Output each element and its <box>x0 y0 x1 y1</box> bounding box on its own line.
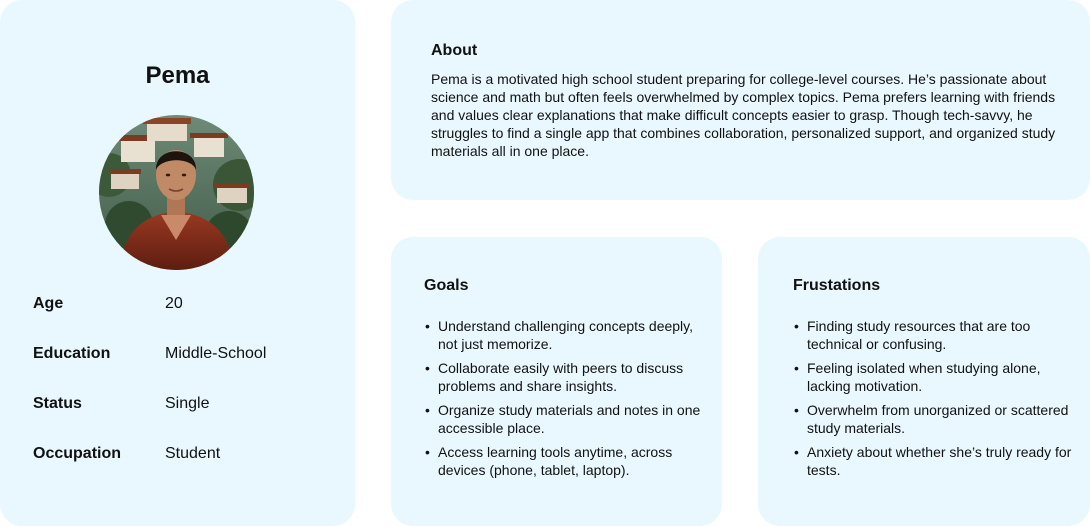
frustration-text: Overwhelm from unorganized or scattered … <box>807 402 1069 436</box>
status-label: Status <box>33 395 82 412</box>
goals-card: Goals • Understand challenging concepts d… <box>391 237 722 526</box>
bullet-icon: • <box>425 360 430 376</box>
info-row-occupation: Occupation Student <box>33 443 333 465</box>
age-value: 20 <box>165 295 183 312</box>
goals-title: Goals <box>424 277 469 294</box>
list-item: • Overwhelm from unorganized or scattered… <box>793 401 1083 437</box>
list-item: • Understand challenging concepts deeply,… <box>424 317 709 353</box>
frustrations-list: • Finding study resources that are too te… <box>793 317 1083 485</box>
frustrations-title: Frustations <box>793 277 881 294</box>
goal-text: Understand challenging concepts deeply, … <box>438 318 694 352</box>
bullet-icon: • <box>794 402 799 418</box>
list-item: • Anxiety about whether she’s truly ready… <box>793 443 1083 479</box>
profile-card: Pema <box>0 0 355 526</box>
frustration-text: Anxiety about whether she’s truly ready … <box>807 444 1072 478</box>
list-item: • Access learning tools anytime, across d… <box>424 443 709 479</box>
avatar <box>99 115 254 270</box>
bullet-icon: • <box>425 318 430 334</box>
list-item: • Feeling isolated when studying alone, l… <box>793 359 1083 395</box>
list-item: • Finding study resources that are too te… <box>793 317 1083 353</box>
bullet-icon: • <box>794 444 799 460</box>
occupation-value: Student <box>165 445 221 462</box>
goal-text: Organize study materials and notes in on… <box>438 402 701 436</box>
about-card: About Pema is a motivated high school st… <box>391 0 1090 200</box>
info-row-age: Age 20 <box>33 293 333 315</box>
goal-text: Collaborate easily with peers to discuss… <box>438 360 684 394</box>
list-item: • Organize study materials and notes in o… <box>424 401 709 437</box>
bullet-icon: • <box>794 360 799 376</box>
bullet-icon: • <box>425 444 430 460</box>
goal-text: Access learning tools anytime, across de… <box>438 444 673 478</box>
age-label: Age <box>33 295 64 312</box>
about-title: About <box>431 42 478 59</box>
info-row-status: Status Single <box>33 393 333 415</box>
persona-name: Pema <box>145 62 210 89</box>
goals-list: • Understand challenging concepts deeply,… <box>424 317 709 485</box>
education-label: Education <box>33 345 111 362</box>
bullet-icon: • <box>425 402 430 418</box>
status-value: Single <box>165 395 210 412</box>
education-value: Middle-School <box>165 345 267 362</box>
bullet-icon: • <box>794 318 799 334</box>
frustration-text: Finding study resources that are too tec… <box>807 318 1031 352</box>
list-item: • Collaborate easily with peers to discus… <box>424 359 709 395</box>
occupation-label: Occupation <box>33 445 122 462</box>
frustration-text: Feeling isolated when studying alone, la… <box>807 360 1041 394</box>
frustrations-card: Frustations • Finding study resources tha… <box>758 237 1090 526</box>
info-row-education: Education Middle-School <box>33 343 333 365</box>
about-text: Pema is a motivated high school student … <box>431 71 1056 159</box>
